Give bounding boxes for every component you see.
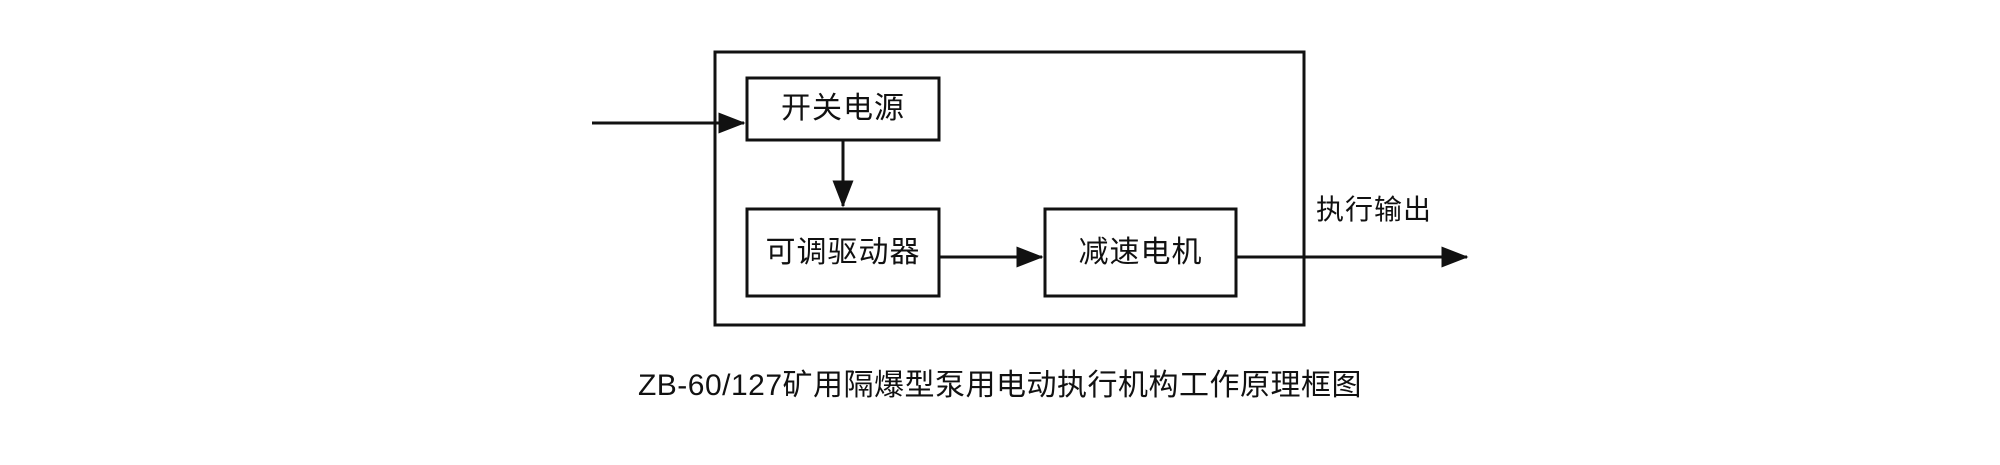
explosion-proof-enclosure-outline [713, 50, 1306, 327]
edge-label-actuator-output: 执行输出 [1316, 194, 1433, 225]
block-gear-motor[interactable] [1043, 207, 1238, 298]
block-switching-power-supply[interactable] [745, 76, 941, 142]
figure-caption: ZB-60/127矿用隔爆型泵用电动执行机构工作原理框图 [637, 369, 1363, 402]
block-adjustable-driver[interactable] [745, 207, 941, 298]
